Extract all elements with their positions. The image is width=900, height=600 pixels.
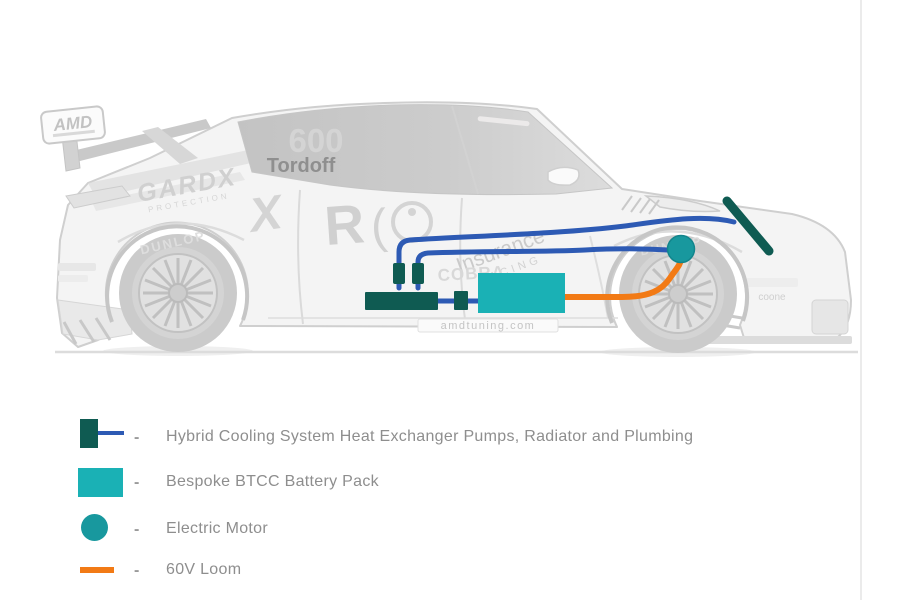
rear-wing-blade bbox=[68, 119, 211, 162]
rear-diffuser bbox=[62, 317, 112, 345]
pump-2 bbox=[412, 263, 424, 284]
car-number: 600 bbox=[288, 122, 343, 159]
connector-block bbox=[454, 291, 468, 310]
car-silhouette: AMD bbox=[40, 101, 852, 348]
front-fender-line bbox=[613, 230, 743, 254]
taillight bbox=[65, 185, 131, 209]
roof-trim bbox=[477, 116, 530, 127]
bonnet-vents bbox=[621, 195, 660, 215]
headlight bbox=[643, 195, 721, 213]
rear-arch bbox=[105, 224, 250, 323]
battery-pack bbox=[478, 273, 565, 313]
sill-url: amdtuning.com bbox=[441, 320, 536, 332]
paren-decal: ( bbox=[369, 200, 389, 254]
coolant-line-upper bbox=[396, 215, 737, 291]
rear-fender-line bbox=[117, 222, 245, 244]
front-radiator-bar bbox=[722, 196, 774, 256]
rear-bumper bbox=[57, 299, 133, 341]
wing-mount bbox=[142, 127, 198, 164]
rear-decal-bar-2 bbox=[58, 275, 88, 282]
front-grille bbox=[811, 299, 849, 335]
bumper-decal-bar bbox=[746, 278, 798, 287]
front-splitter bbox=[700, 336, 852, 344]
wing-badge: AMD bbox=[40, 105, 106, 145]
sill-plate bbox=[417, 318, 559, 333]
r-decal: R bbox=[323, 192, 367, 257]
pump-1 bbox=[393, 263, 405, 284]
rear-wheel: DUNLOP bbox=[105, 224, 250, 352]
car-windows bbox=[237, 104, 614, 196]
front-arch bbox=[605, 225, 750, 324]
electric-motor bbox=[666, 234, 696, 264]
amd-badge-text: AMD bbox=[52, 112, 93, 135]
b-pillar-line bbox=[451, 105, 479, 195]
door-seam-1 bbox=[297, 189, 304, 325]
hybrid-components bbox=[365, 196, 774, 313]
driver-name: Tordoff bbox=[267, 155, 336, 177]
rear-decal-bar-1 bbox=[58, 263, 96, 271]
door-mirror bbox=[547, 166, 580, 186]
door-seam-2 bbox=[459, 197, 467, 328]
loom-cable bbox=[561, 254, 685, 300]
rear-stripe-decal-2 bbox=[92, 172, 245, 211]
rain-logo-dot bbox=[408, 208, 416, 216]
radiator-block bbox=[365, 292, 438, 310]
rear-stripe-decal bbox=[88, 146, 278, 198]
bumper-decal-text: coone bbox=[758, 292, 786, 303]
coolant-line-lower bbox=[415, 246, 671, 291]
